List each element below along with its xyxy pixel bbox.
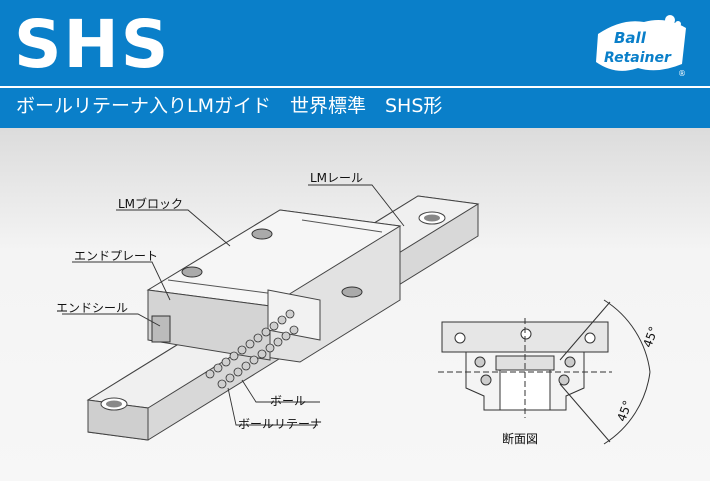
cross-section-drawing bbox=[438, 299, 651, 445]
ball-retainer-logo: Ball Retainer ® bbox=[596, 15, 686, 78]
ball-retainer-shape bbox=[205, 309, 299, 389]
header-banner: SHS ボールリテーナ入りLMガイド 世界標準 SHS形 Ball Retain… bbox=[0, 0, 710, 128]
label-lm-rail: LMレール bbox=[310, 171, 364, 185]
product-subtitle: ボールリテーナ入りLMガイド 世界標準 SHS形 bbox=[16, 95, 443, 117]
content-area: LMレール LMブロック エンドプレート エンドシール ボール ボールリテーナ … bbox=[0, 128, 710, 481]
label-ball: ボール bbox=[270, 394, 307, 408]
header-divider bbox=[0, 86, 710, 88]
label-end-plate: エンドプレート bbox=[74, 249, 159, 263]
registered-mark: ® bbox=[678, 69, 686, 78]
product-title: SHS bbox=[14, 6, 171, 83]
logo-text-ball: Ball bbox=[614, 29, 647, 47]
label-ball-retainer: ボールリテーナ bbox=[238, 417, 323, 431]
logo-text-retainer: Retainer bbox=[604, 50, 672, 66]
label-lm-block: LMブロック bbox=[118, 197, 184, 211]
label-end-seal: エンドシール bbox=[56, 301, 129, 315]
cross-section-caption: 断面図 bbox=[502, 432, 539, 446]
lm-guide-illustration bbox=[62, 184, 651, 445]
lm-block-shape bbox=[146, 209, 402, 363]
leader-lines bbox=[62, 184, 405, 426]
